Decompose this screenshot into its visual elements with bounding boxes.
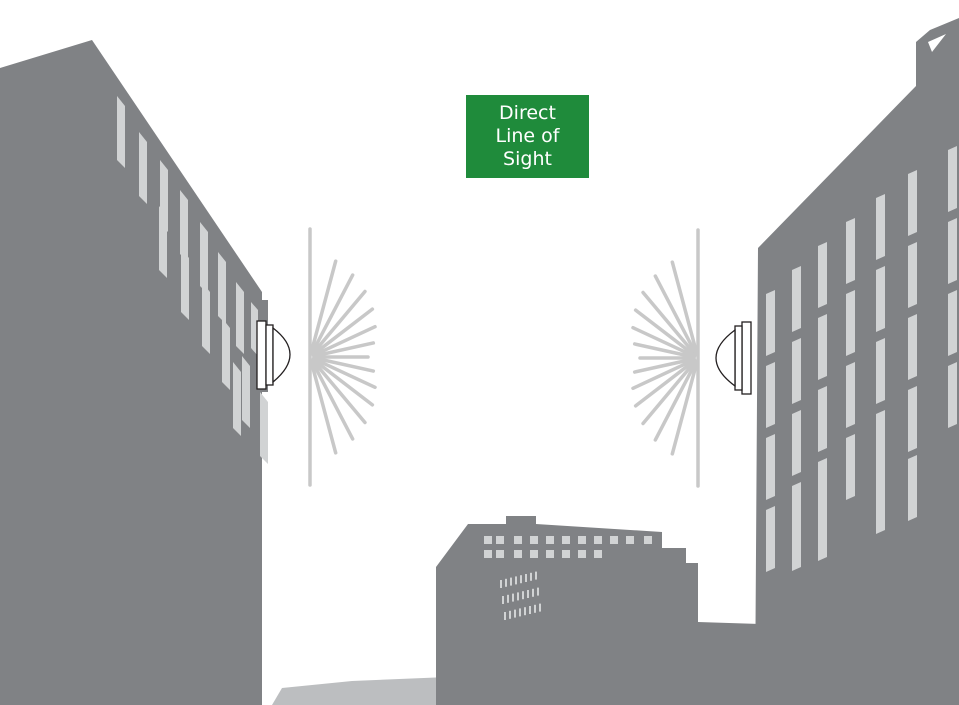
window [484, 550, 492, 558]
window [500, 580, 502, 588]
window [504, 612, 506, 620]
window [766, 290, 775, 356]
window [532, 589, 534, 597]
window [236, 282, 244, 354]
window [546, 536, 554, 544]
window [218, 252, 226, 324]
window [530, 536, 538, 544]
window [644, 536, 652, 544]
window [792, 338, 801, 404]
window [512, 594, 514, 602]
signal-waves-icon [310, 229, 375, 485]
window [514, 610, 516, 618]
label-line-3: Sight [503, 148, 552, 171]
window [846, 434, 855, 500]
window [222, 318, 230, 390]
window [260, 392, 268, 464]
window [908, 386, 917, 452]
window [519, 608, 521, 616]
label-line-2: Line of [496, 125, 560, 148]
window [818, 495, 827, 561]
window [484, 536, 492, 544]
window [876, 266, 885, 332]
window [233, 362, 241, 436]
window [520, 575, 522, 583]
window [766, 362, 775, 428]
window [948, 146, 957, 212]
window [846, 290, 855, 356]
window [530, 550, 538, 558]
window [535, 572, 537, 580]
window [200, 222, 208, 294]
window [514, 550, 522, 558]
window [496, 536, 504, 544]
window [948, 218, 957, 284]
window [578, 536, 586, 544]
window [626, 536, 634, 544]
signal-waves-icon [633, 230, 698, 486]
window [514, 536, 522, 544]
window [818, 386, 827, 452]
right-antenna [716, 322, 751, 394]
right-building [755, 18, 959, 705]
window [876, 468, 885, 534]
window [242, 356, 250, 428]
window [562, 550, 570, 558]
window [846, 218, 855, 284]
left-building [0, 40, 268, 705]
window [510, 578, 512, 586]
window [522, 591, 524, 599]
window [515, 576, 517, 584]
window [594, 550, 602, 558]
window [908, 455, 917, 521]
window [876, 410, 885, 476]
window [792, 410, 801, 476]
wireless-bridge-antenna-icon [742, 322, 751, 394]
label-line-1: Direct [499, 102, 556, 125]
window [876, 194, 885, 260]
window [537, 588, 539, 596]
window [502, 596, 504, 604]
window [530, 573, 532, 581]
window [846, 362, 855, 428]
line-of-sight-label: Direct Line of Sight [466, 95, 589, 178]
window [594, 536, 602, 544]
window [908, 314, 917, 380]
window [507, 595, 509, 603]
window [610, 536, 618, 544]
window [202, 282, 210, 354]
window [539, 604, 541, 612]
window [908, 242, 917, 308]
window [139, 132, 147, 204]
window [578, 550, 586, 558]
window [818, 314, 827, 380]
window [948, 362, 957, 428]
window [876, 338, 885, 404]
window [525, 574, 527, 582]
window [562, 536, 570, 544]
window [496, 550, 504, 558]
window [534, 605, 536, 613]
window [524, 607, 526, 615]
window [529, 606, 531, 614]
window [948, 290, 957, 356]
window [160, 160, 168, 232]
window [509, 611, 511, 619]
window [818, 242, 827, 308]
window [766, 506, 775, 572]
window [505, 579, 507, 587]
window [180, 190, 188, 262]
window [117, 96, 125, 168]
far-building [436, 516, 760, 705]
wireless-bridge-antenna-icon [257, 321, 266, 389]
window [792, 505, 801, 571]
window [546, 550, 554, 558]
window [908, 170, 917, 236]
window [766, 434, 775, 500]
window [527, 590, 529, 598]
window [792, 266, 801, 332]
window [517, 592, 519, 600]
